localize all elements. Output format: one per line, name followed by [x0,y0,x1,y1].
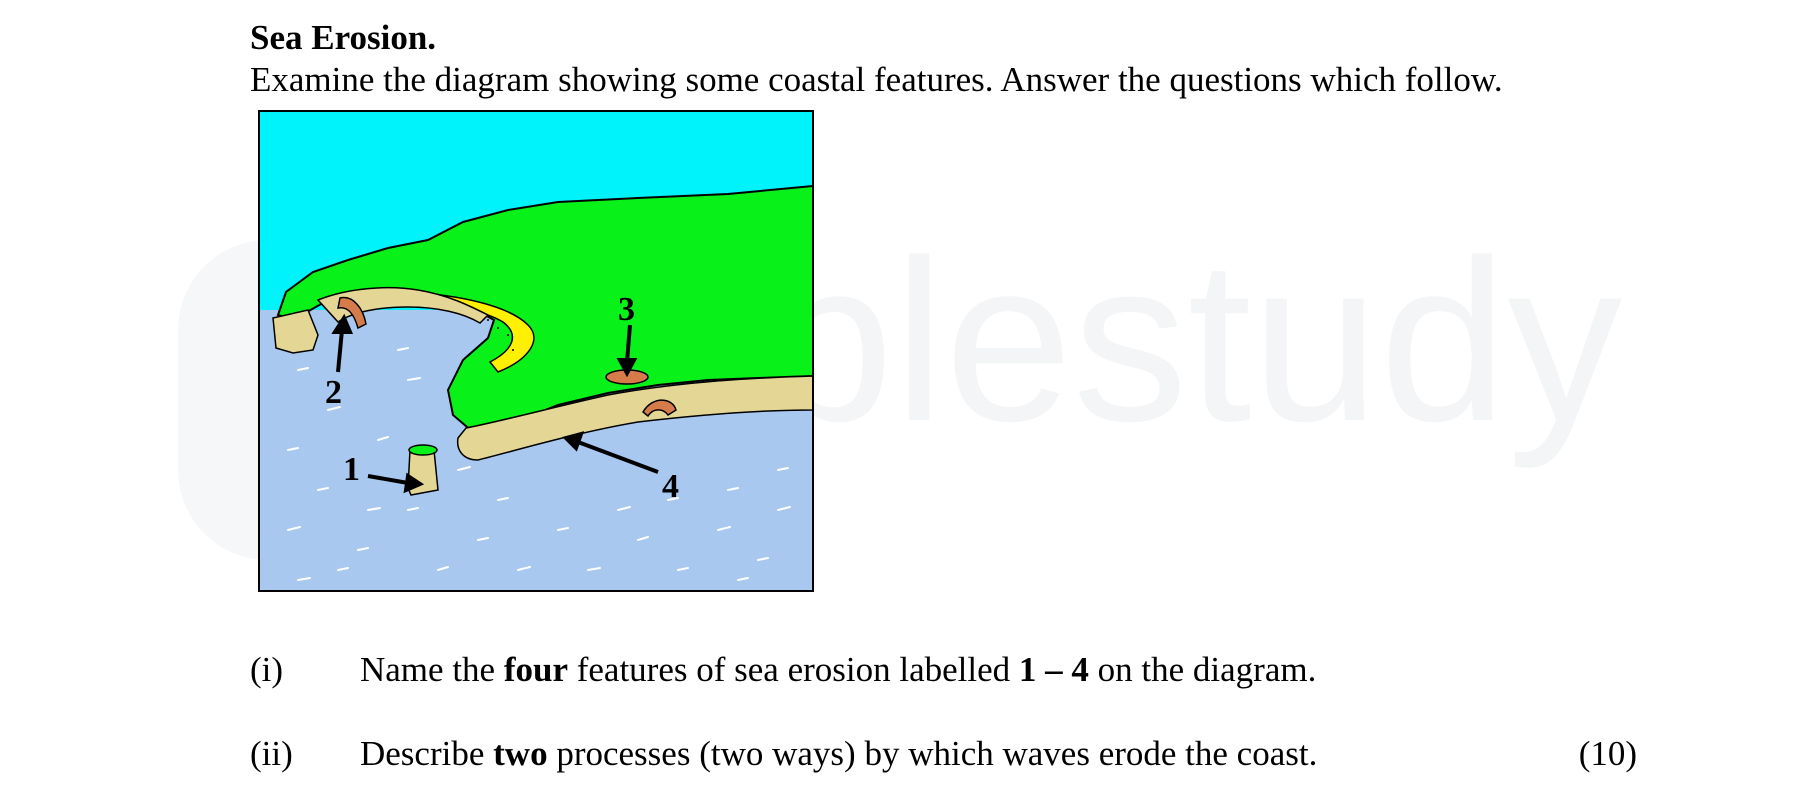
page-title: Sea Erosion. [250,18,437,57]
lower-cliff [456,375,814,461]
q2-part: Describe [360,734,494,773]
q2-part: processes (two ways) by which waves erod… [547,734,1318,773]
label-4: 4 [662,468,679,505]
label-2: 2 [325,374,342,411]
headland-tip-cliff [272,309,319,354]
q1-part: Name the [360,650,504,689]
arrow-3 [625,324,632,363]
lower-cave [642,399,677,418]
arrow-2 [336,329,344,373]
question-1-number: (i) [250,650,284,689]
q2-bold-two: two [493,734,548,773]
label-1: 1 [343,451,360,488]
q1-part: features of sea erosion labelled [567,650,1019,689]
question-1-text: Name the four features of sea erosion la… [360,650,1316,690]
wave-marks [287,347,791,581]
diagram-border [258,110,814,592]
sea-stack-top [408,444,438,456]
question-2-number: (ii) [250,734,293,773]
q1-bold-four: four [503,650,568,689]
intro-text: Examine the diagram showing some coastal… [250,60,1503,99]
q1-bold-range: 1 – 4 [1018,650,1089,689]
bay-cliff [316,286,490,324]
coastal-features-diagram: 1 2 3 4 [258,110,814,592]
label-3: 3 [618,291,635,328]
q1-part: on the diagram. [1088,650,1317,689]
arch [337,296,367,330]
arrow-1 [367,474,409,485]
question-2-marks: (10) [1578,734,1637,773]
arrow-4 [577,440,659,474]
question-2-text: Describe two processes (two ways) by whi… [360,734,1317,774]
